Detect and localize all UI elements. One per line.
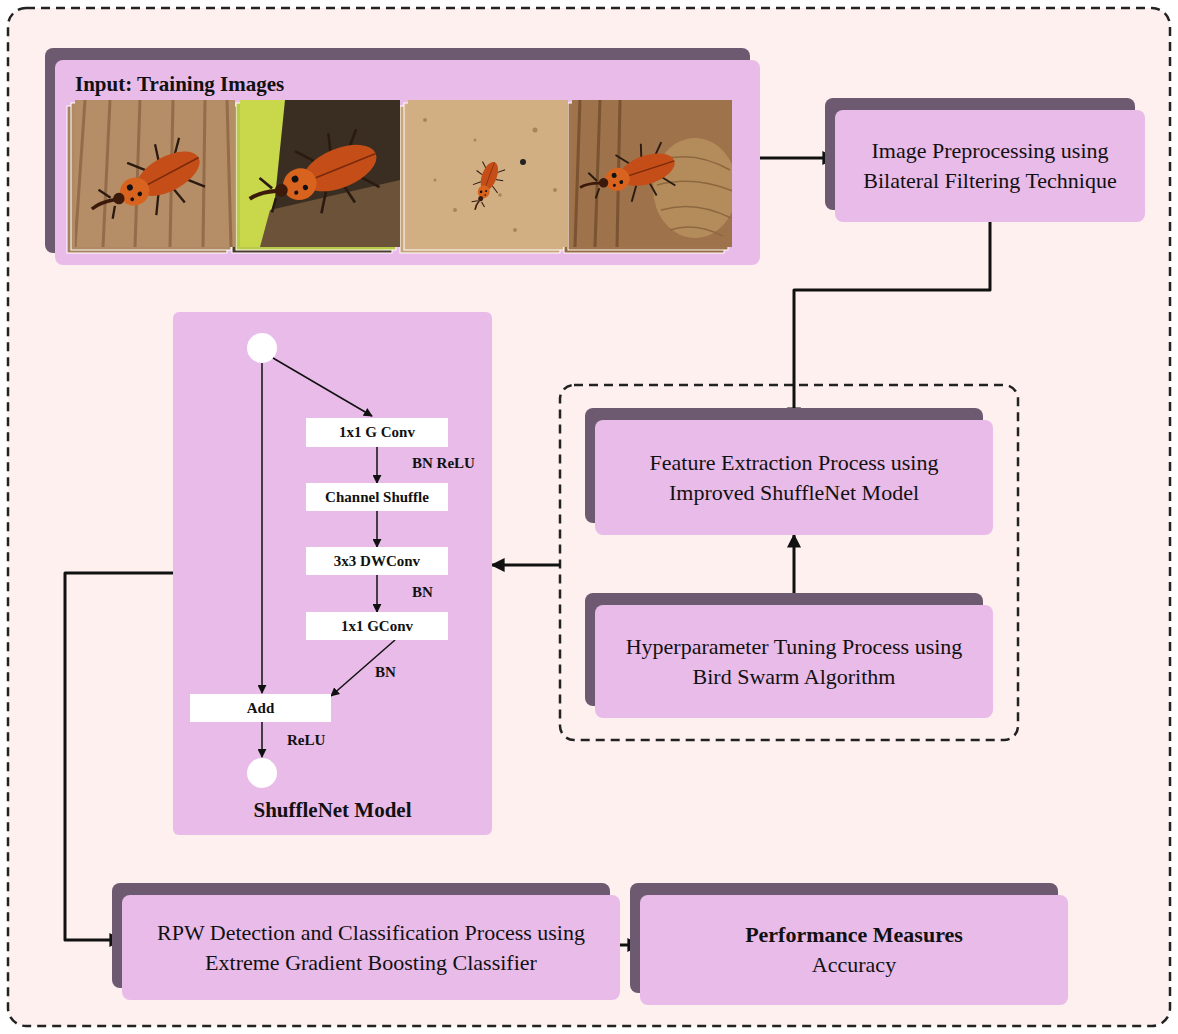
box-text: Image Preprocessing using Bilateral Filt…: [845, 136, 1135, 195]
annotation-label: BN ReLU: [410, 455, 477, 472]
layer-label: Add: [247, 700, 275, 717]
layer-box: Add: [190, 694, 331, 722]
layer-box: 1x1 GConv: [306, 612, 448, 640]
box-text: Hyperparameter Tuning Process using Bird…: [605, 632, 983, 691]
box-heading: Performance Measures: [745, 920, 963, 950]
layer-label: 3x3 DWConv: [334, 553, 420, 570]
layer-label: Channel Shuffle: [325, 489, 429, 506]
panel-title: ShuffleNet Model: [173, 798, 492, 823]
box-text: RPW Detection and Classification Process…: [132, 918, 610, 977]
process-box: Feature Extraction Process using Improve…: [595, 420, 993, 535]
flow-arrow: [376, 447, 378, 483]
panel-heading: Input: Training Images: [75, 72, 284, 97]
process-box: Hyperparameter Tuning Process using Bird…: [595, 605, 993, 718]
input-panel: Input: Training Images: [55, 60, 760, 265]
annotation-label: BN: [373, 664, 398, 681]
layer-label: 1x1 GConv: [341, 618, 413, 635]
process-box: Image Preprocessing using Bilateral Filt…: [835, 110, 1145, 222]
flow-arrow: [376, 511, 378, 547]
flow-arrow: [492, 564, 560, 567]
flow-arrow: [793, 535, 796, 605]
annotation-label: BN: [410, 584, 435, 601]
flow-arrow: [65, 573, 173, 940]
flow-arrow: [760, 157, 835, 160]
flow-arrow: [376, 575, 378, 612]
layer-box: Channel Shuffle: [306, 483, 448, 511]
flow-arrow: [620, 944, 640, 947]
box-text: Feature Extraction Process using Improve…: [605, 448, 983, 507]
annotation-label: ReLU: [285, 732, 327, 749]
box-text: Accuracy: [812, 950, 896, 980]
process-box: RPW Detection and Classification Process…: [122, 895, 620, 1000]
shufflenet-panel: ShuffleNet Model 1x1 G ConvChannel Shuffl…: [173, 312, 492, 835]
flow-arrow: [794, 222, 990, 420]
layer-box: 1x1 G Conv: [306, 418, 448, 447]
layer-box: 3x3 DWConv: [306, 547, 448, 575]
process-box: Performance MeasuresAccuracy: [640, 895, 1068, 1005]
layer-label: 1x1 G Conv: [339, 424, 415, 441]
